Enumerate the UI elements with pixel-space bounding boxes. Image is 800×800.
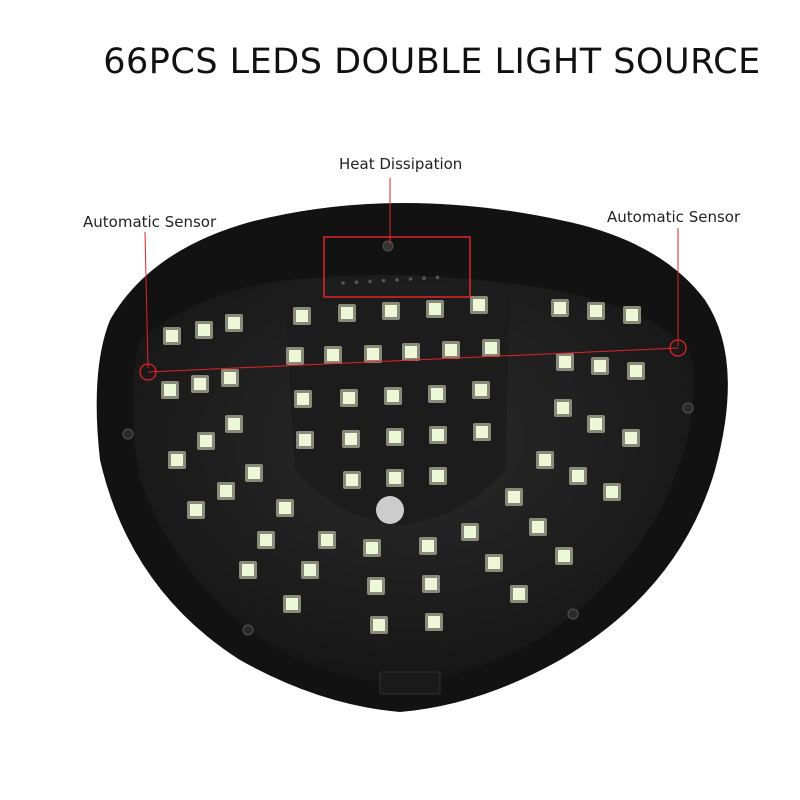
heat-dissipation-box [323,236,471,298]
led [422,575,440,593]
led [239,561,257,579]
led [510,585,528,603]
led [276,499,294,517]
vent-hole [354,280,359,285]
led [163,327,181,345]
led [225,415,243,433]
led [554,399,572,417]
led [551,299,569,317]
led [221,369,239,387]
led [296,431,314,449]
led [301,561,319,579]
led [363,539,381,557]
led [382,302,400,320]
led [338,304,356,322]
led [286,347,304,365]
led [402,343,420,361]
led [473,423,491,441]
led [529,518,547,536]
vent-hole [395,278,399,282]
led [429,426,447,444]
led [257,531,275,549]
led [225,314,243,332]
center-panel [285,288,510,525]
led [426,300,444,318]
led [587,302,605,320]
automatic-sensor-right-label: Automatic Sensor [607,208,741,226]
vent-hole [435,275,440,280]
led [318,531,336,549]
led [472,381,490,399]
led [245,464,263,482]
led [461,523,479,541]
vent-hole [422,276,426,281]
led [569,467,587,485]
led [536,451,554,469]
led [442,341,460,359]
led [342,430,360,448]
led [283,595,301,613]
led [364,345,382,363]
led [197,432,215,450]
vent-hole [368,279,372,284]
led [603,483,621,501]
led [340,389,358,407]
vent-hole [408,277,413,281]
screw [567,608,579,620]
right-sensor-marker [669,339,687,357]
led [343,471,361,489]
heat-dissipation-label: Heat Dissipation [339,155,463,173]
sticker [376,496,404,524]
led [627,362,645,380]
led [293,307,311,325]
headline: 66PCS LEDS DOUBLE LIGHT SOURCE [103,42,761,82]
led [168,451,186,469]
led [370,616,388,634]
led-array [161,296,645,634]
led [324,346,342,364]
led [505,488,523,506]
led [485,554,503,572]
led [555,547,573,565]
led [556,353,574,371]
led [591,357,609,375]
led [217,482,235,500]
led [161,381,179,399]
led [622,429,640,447]
led [191,375,209,393]
led [386,428,404,446]
heat-vents [341,275,440,285]
screw [682,402,694,414]
led [386,469,404,487]
screw [382,240,394,252]
led [425,613,443,631]
left-sensor-marker [139,363,157,381]
led [195,321,213,339]
led [367,577,385,595]
led [419,537,437,555]
led [482,339,500,357]
led [294,390,312,408]
automatic-sensor-left-label: Automatic Sensor [83,213,217,231]
led [384,387,402,405]
led [429,467,447,485]
led [428,385,446,403]
vent-hole [381,278,386,283]
led [470,296,488,314]
screw [122,428,134,440]
led [587,415,605,433]
bottom-tab [379,671,441,695]
led [623,306,641,324]
led [187,501,205,519]
screw [242,624,254,636]
vent-hole [341,281,345,285]
